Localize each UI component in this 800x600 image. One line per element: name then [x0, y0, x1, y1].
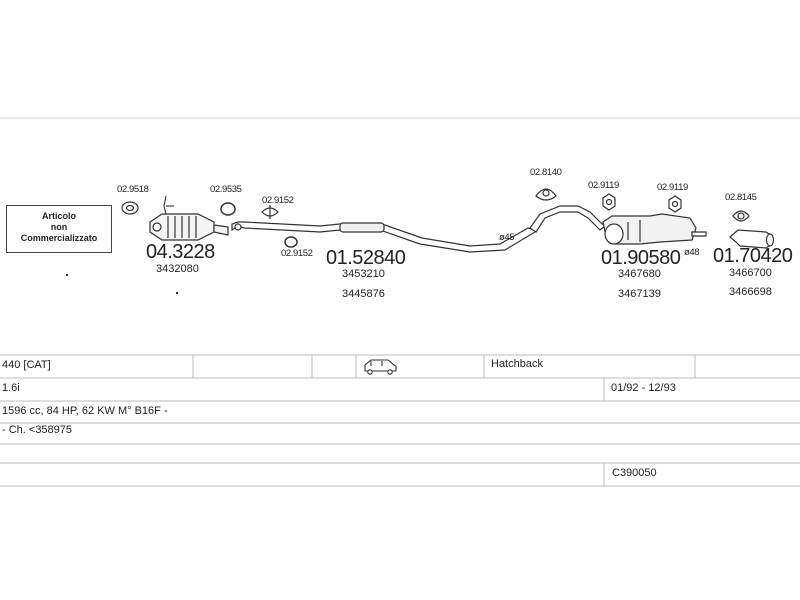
oe-number: 3467139 — [618, 288, 661, 300]
production-years: 01/92 - 12/93 — [611, 382, 676, 394]
part-number: 04.3228 — [146, 241, 215, 263]
pipe-diameter-label: ø48 — [684, 247, 700, 258]
gasket-ring-shape — [284, 236, 298, 248]
tail-pipe-shape — [729, 229, 775, 249]
part-number: 01.70420 — [713, 245, 793, 267]
oe-number: 3467680 — [618, 268, 661, 280]
not-sold-notice: Articolo non Commercializzato — [6, 205, 112, 253]
small-part-number: 02.8140 — [530, 167, 562, 178]
gasket-ring-shape — [121, 201, 139, 215]
oe-number: 3432080 — [156, 263, 199, 275]
oe-number: 3466698 — [729, 286, 772, 298]
notice-line-3: Commercializzato — [20, 233, 98, 243]
catalog-code: C390050 — [612, 467, 657, 479]
lambda-bracket-shape — [163, 195, 174, 215]
oe-number: 3466700 — [729, 267, 772, 279]
small-part-number: 02.9119 — [588, 180, 619, 191]
oe-number: 3445876 — [342, 288, 385, 300]
vehicle-model: 440 [CAT] — [2, 359, 51, 371]
pipe-diameter-label: ø45 — [499, 232, 515, 243]
engine-specs: 1596 cc, 84 HP, 62 KW M° B16F - — [2, 405, 168, 417]
body-type: Hatchback — [491, 358, 543, 370]
small-part-number: 02.9152 — [281, 248, 313, 259]
clamp-shape — [261, 205, 279, 219]
chassis-range: - Ch. <358975 — [2, 424, 73, 436]
small-part-number: 02.9535 — [210, 184, 242, 195]
small-part-number: 02.9152 — [262, 195, 294, 206]
engine-name: 1.6i — [2, 382, 20, 394]
rear-pipe-shape — [529, 205, 606, 233]
rubber-hanger-shape — [732, 210, 750, 222]
notice-line-2: non — [50, 222, 68, 232]
catalytic-converter-shape — [149, 213, 229, 241]
info-table-grid — [0, 354, 800, 487]
small-part-number: 02.9518 — [117, 184, 149, 195]
part-number: 01.52840 — [326, 247, 406, 269]
rubber-hanger-shape — [535, 188, 557, 201]
clip-shape — [602, 193, 616, 211]
car-icon — [364, 359, 397, 375]
small-part-number: 02.8145 — [725, 192, 757, 203]
part-number: 01.90580 — [601, 247, 681, 269]
rear-silencer-shape — [602, 213, 707, 245]
oe-number: 3453210 — [342, 268, 385, 280]
clip-shape — [668, 195, 682, 213]
marker-dot — [176, 292, 178, 294]
small-part-number: 02.9119 — [657, 182, 688, 193]
marker-dot — [66, 274, 68, 276]
notice-line-1: Articolo — [41, 211, 76, 221]
gasket-ring-shape — [220, 202, 236, 216]
